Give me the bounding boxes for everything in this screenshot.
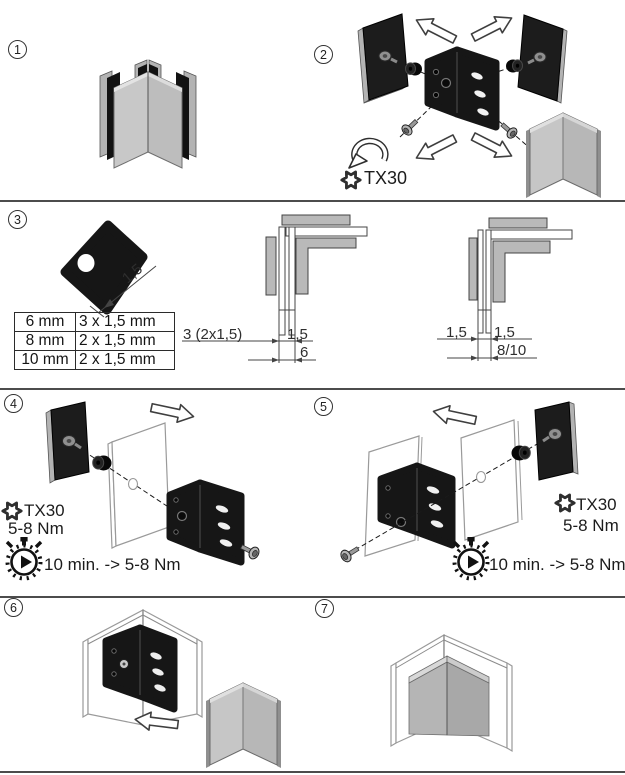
cross-section-right-illustration (437, 217, 573, 361)
corner-channel-cover-mounted (408, 655, 490, 737)
step-number-badge: 4 (4, 394, 23, 413)
gasket-illustration (60, 220, 157, 318)
retorque-label: 10 min. -> 5-8 Nm (489, 555, 625, 574)
step-number-badge: 1 (8, 40, 27, 59)
cross-section-mid-illustration (182, 214, 368, 363)
cover-plate-right (517, 14, 568, 104)
dim-label-left: 1,5 (446, 324, 467, 341)
dim-label-gasket: 1,5 (287, 326, 308, 343)
direction-arrow-up-right-icon (470, 16, 513, 42)
glass-hole (127, 477, 139, 491)
glass-hole (475, 470, 487, 484)
dim-label-right: 1,5 (494, 324, 515, 341)
direction-arrow-left-icon (432, 404, 478, 426)
dim-label-width: 6 (300, 344, 309, 361)
stopwatch-icon (5, 537, 43, 581)
corner-channel-piece (206, 682, 281, 768)
step-4-panel: 4 (0, 390, 312, 596)
corner-bracket (424, 46, 500, 131)
step-number-badge: 6 (4, 598, 23, 617)
step-number: 4 (10, 396, 17, 411)
step-2-panel: 2 (312, 0, 625, 200)
cover-plate (45, 401, 90, 484)
glass-panel (460, 419, 523, 541)
table-row: 6 mm 3 x 1,5 mm (14, 312, 175, 332)
countersunk-screw-left (401, 118, 419, 136)
direction-arrow-right-icon (149, 402, 195, 424)
step-number: 1 (14, 42, 21, 57)
step-number-badge: 2 (314, 45, 333, 64)
tool-size-label: TX30 (576, 495, 617, 514)
glass-thickness-cell: 10 mm (14, 350, 76, 370)
clamp-nut (92, 455, 112, 471)
step-number: 2 (320, 47, 327, 62)
torx-icon (1, 501, 23, 521)
section-divider (0, 596, 625, 598)
direction-arrow-down-right-icon (470, 132, 513, 158)
corner-bracket (166, 479, 245, 566)
clamp-nut-left (405, 62, 422, 76)
direction-arrow-down-left-icon (415, 134, 458, 160)
countersunk-screw (340, 546, 360, 563)
direction-arrow-left-icon (134, 711, 180, 731)
step-number-badge: 5 (314, 397, 333, 416)
step-3-panel: 3 1,5 6 mm 3 x 1,5 mm 8 mm 2 x 1,5 mm (0, 202, 625, 388)
cover-plate (534, 401, 579, 481)
tool-size-label: TX30 (24, 501, 65, 520)
section-divider (0, 200, 625, 202)
step-number: 5 (320, 399, 327, 414)
finished-assembly-illustration (390, 633, 513, 753)
gasket-count-cell: 2 x 1,5 mm (75, 350, 175, 370)
exploded-view-illustration (340, 13, 601, 198)
step-7-panel: 7 (313, 598, 625, 771)
assembled-clamp-illustration (99, 59, 197, 169)
dim-label-width: 8/10 (497, 342, 527, 359)
step-number: 6 (10, 600, 17, 615)
gasket-count-cell: 3 x 1,5 mm (75, 312, 175, 332)
section-divider (0, 388, 625, 390)
dim-label-gap: 3 (2x1,5) (183, 326, 243, 343)
countersunk-screw-right (500, 122, 518, 139)
direction-arrow-up-left-icon (415, 18, 458, 44)
mounting-exploded-illustration (1, 401, 260, 581)
countersunk-screw (240, 544, 260, 560)
glass-thickness-cell: 6 mm (14, 312, 76, 332)
mounting-exploded-illustration (340, 401, 579, 581)
rotation-arrow-icon (348, 137, 389, 169)
gasket-count-cell: 2 x 1,5 mm (75, 331, 175, 351)
corner-channel-piece (526, 112, 601, 198)
step-1-panel: 1 (0, 0, 312, 200)
glass-thickness-cell: 8 mm (14, 331, 76, 351)
stopwatch-icon (452, 537, 490, 581)
step-6-panel: 6 (0, 598, 312, 771)
retorque-label: 10 min. -> 5-8 Nm (44, 555, 181, 574)
step-number-badge: 7 (315, 599, 334, 618)
step-number: 7 (321, 601, 328, 616)
tool-size-label: TX30 (364, 168, 408, 188)
torque-label: 5-8 Nm (563, 516, 619, 535)
table-row: 10 mm 2 x 1,5 mm (14, 350, 175, 370)
torx-icon (554, 493, 576, 513)
torx-icon (340, 170, 362, 190)
torque-label: 5-8 Nm (8, 519, 64, 538)
bottom-border (0, 771, 625, 773)
cover-plate-left (357, 13, 409, 104)
clamp-nut-right (506, 59, 523, 73)
glass-thickness-table: 6 mm 3 x 1,5 mm 8 mm 2 x 1,5 mm 10 mm 2 … (14, 312, 175, 370)
step-number: 3 (14, 212, 21, 227)
step-5-panel: 5 (313, 390, 625, 596)
clamp-nut (511, 445, 531, 461)
glass-panel (107, 422, 170, 549)
step-number-badge: 3 (8, 210, 27, 229)
corner-bracket-mounted (102, 624, 178, 713)
cover-mounting-illustration (82, 608, 281, 768)
corner-bracket (377, 462, 456, 549)
table-row: 8 mm 2 x 1,5 mm (14, 331, 175, 351)
